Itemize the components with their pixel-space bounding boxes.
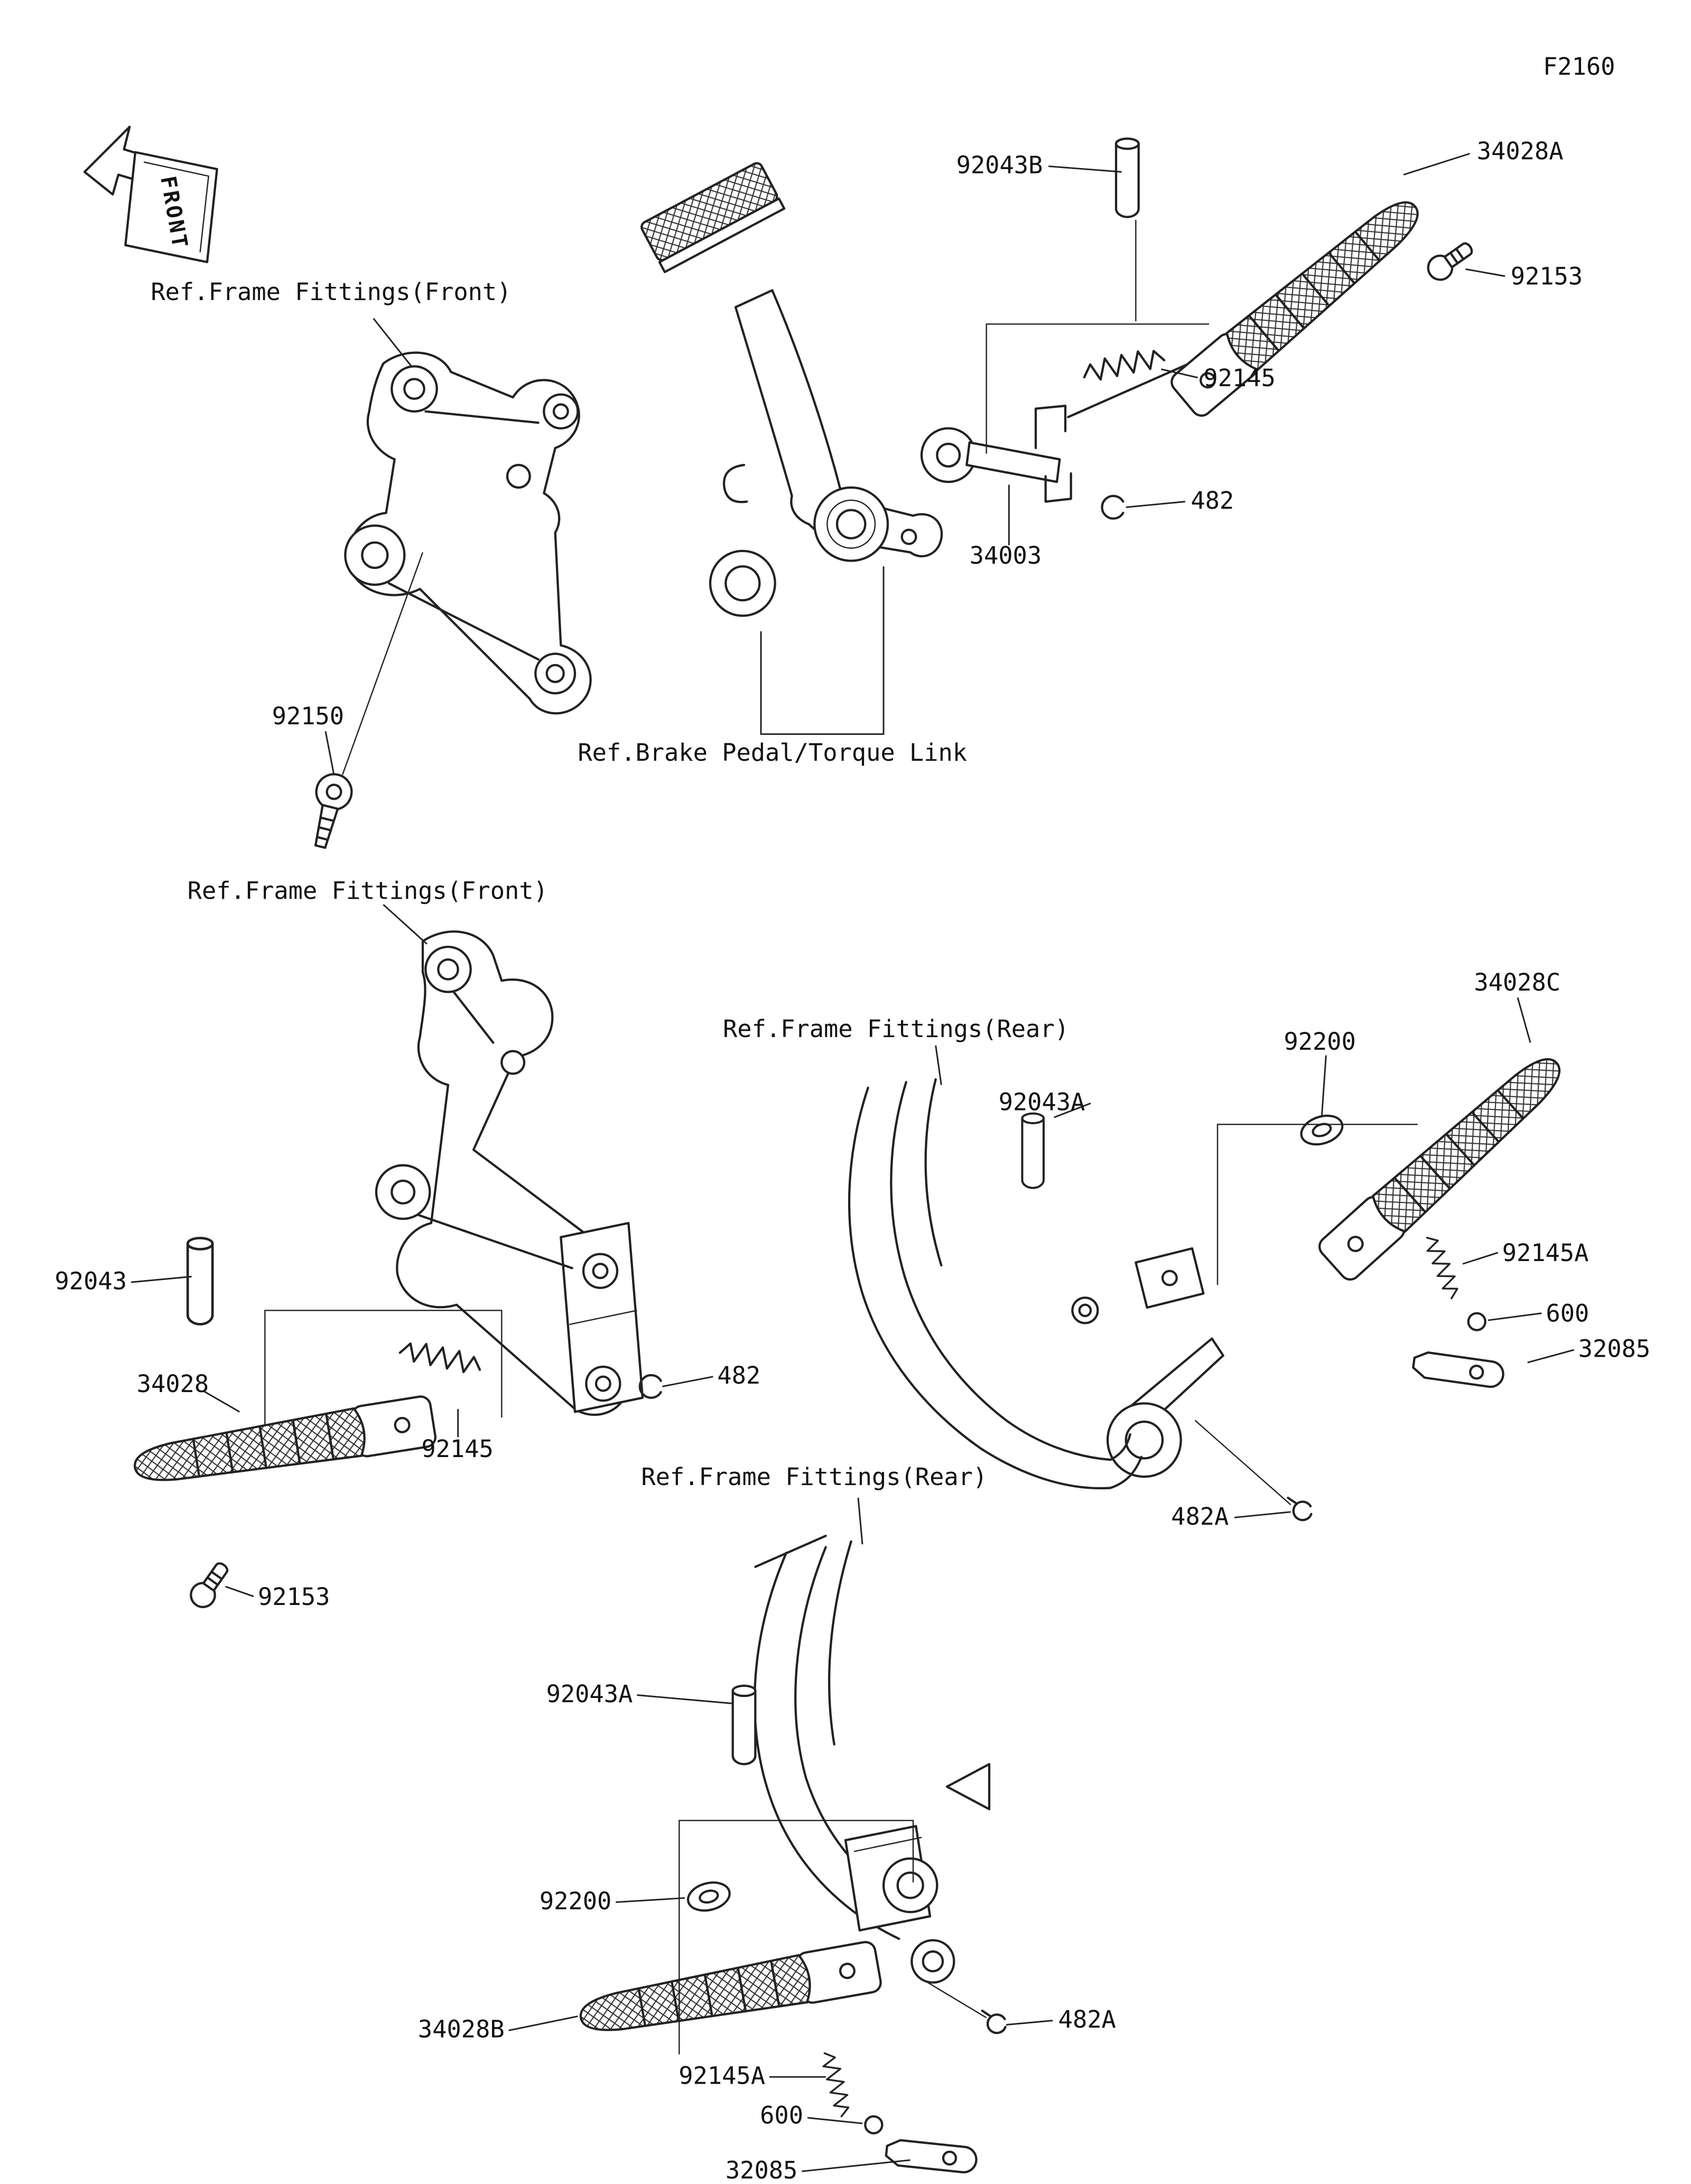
ref-label-frame-front-top: Ref.Frame Fittings(Front)	[151, 278, 511, 306]
footpeg-34028	[131, 1395, 437, 1492]
bracket-32085-bottom	[885, 2139, 978, 2174]
ref-label-frame-front-middle: Ref.Frame Fittings(Front)	[188, 877, 548, 905]
footpeg-34028b	[577, 1940, 882, 2043]
assembly-guide-lines-bottom	[679, 1819, 987, 2055]
part-label-92145-top: 92145	[1203, 364, 1275, 392]
rear-frame-fitting-bottom	[753, 1535, 991, 1984]
pin-92043b	[1116, 138, 1139, 217]
bracket-32085-middle	[1412, 1351, 1505, 1388]
part-label-92200-middle: 92200	[1284, 1028, 1355, 1056]
circlip-482a-middle	[1288, 1498, 1311, 1520]
part-label-92043a-middle: 92043A	[999, 1088, 1085, 1116]
part-label-92145-middle: 92145	[421, 1435, 493, 1463]
part-label-92043b: 92043B	[956, 151, 1043, 179]
part-label-32085-bottom: 32085	[726, 2156, 797, 2184]
part-label-92043a-bottom: 92043A	[546, 1680, 633, 1708]
ball-600-bottom	[865, 2116, 882, 2133]
pin-92043a-middle	[1022, 1114, 1044, 1188]
ref-label-frame-rear-bottom: Ref.Frame Fittings(Rear)	[641, 1463, 987, 1491]
part-label-482a-middle: 482A	[1171, 1502, 1229, 1530]
front-direction-badge: FRONT	[83, 125, 218, 264]
footrest-holder-34003	[920, 351, 1216, 503]
circlip-482-top	[1102, 496, 1123, 519]
callout-labels: 92043B 34028A 92153 Ref.Frame Fittings(F…	[55, 137, 1651, 2184]
part-label-482a-bottom: 482A	[1058, 2005, 1116, 2033]
assembly-guide-lines-middle-right	[1194, 1124, 1418, 1506]
washer-92200-middle	[1297, 1111, 1346, 1150]
part-label-92145a-bottom: 92145A	[679, 2062, 765, 2090]
part-label-92150: 92150	[272, 702, 344, 730]
part-label-92153-middle: 92153	[258, 1583, 330, 1611]
spring-92145-middle	[399, 1339, 483, 1376]
bolt-92153-top	[1424, 237, 1477, 284]
assembly-guide-lines-top	[341, 220, 1209, 776]
spring-92145a-middle	[1421, 1233, 1463, 1301]
part-label-600-bottom: 600	[760, 2101, 803, 2129]
front-frame-fitting-bracket-middle	[375, 930, 644, 1416]
part-label-34028c: 34028C	[1474, 968, 1560, 996]
assembly-guide-lines-middle-left	[264, 1310, 503, 1426]
part-label-34028b: 34028B	[418, 2015, 505, 2043]
rear-frame-fitting-middle	[848, 1078, 1224, 1490]
page-code: F2160	[1543, 52, 1615, 80]
bolt-92153-middle	[186, 1558, 234, 1611]
part-label-92145a-middle: 92145A	[1502, 1239, 1589, 1267]
brake-pedal	[640, 162, 943, 562]
pin-92043a-bottom	[733, 1686, 756, 1764]
circlip-482a-bottom	[982, 2011, 1006, 2033]
part-label-600-middle: 600	[1546, 1300, 1589, 1328]
spring-92145-top	[1081, 347, 1165, 383]
ref-label-brake-pedal: Ref.Brake Pedal/Torque Link	[578, 739, 967, 767]
part-label-482-middle: 482	[717, 1361, 760, 1389]
part-label-92043: 92043	[55, 1267, 127, 1295]
part-label-34003: 34003	[970, 542, 1042, 570]
bolt-92150	[303, 770, 356, 851]
part-label-34028a: 34028A	[1477, 137, 1564, 165]
circlip-482-middle	[640, 1375, 661, 1398]
ball-600-middle	[1469, 1313, 1485, 1330]
washer-92200-bottom	[685, 1879, 732, 1915]
part-label-34028: 34028	[137, 1370, 209, 1398]
brake-pedal-bushing	[709, 549, 776, 617]
spring-92145a-bottom	[819, 2049, 853, 2118]
part-label-92153-top: 92153	[1511, 263, 1583, 291]
part-label-92200-bottom: 92200	[540, 1887, 611, 1915]
pin-92043	[188, 1238, 212, 1324]
front-frame-fitting-bracket-top	[344, 351, 592, 715]
part-label-32085-middle: 32085	[1578, 1334, 1650, 1362]
leader-lines	[131, 153, 1575, 2172]
part-label-482-top: 482	[1191, 487, 1234, 515]
ref-label-frame-rear-middle: Ref.Frame Fittings(Rear)	[723, 1015, 1069, 1043]
